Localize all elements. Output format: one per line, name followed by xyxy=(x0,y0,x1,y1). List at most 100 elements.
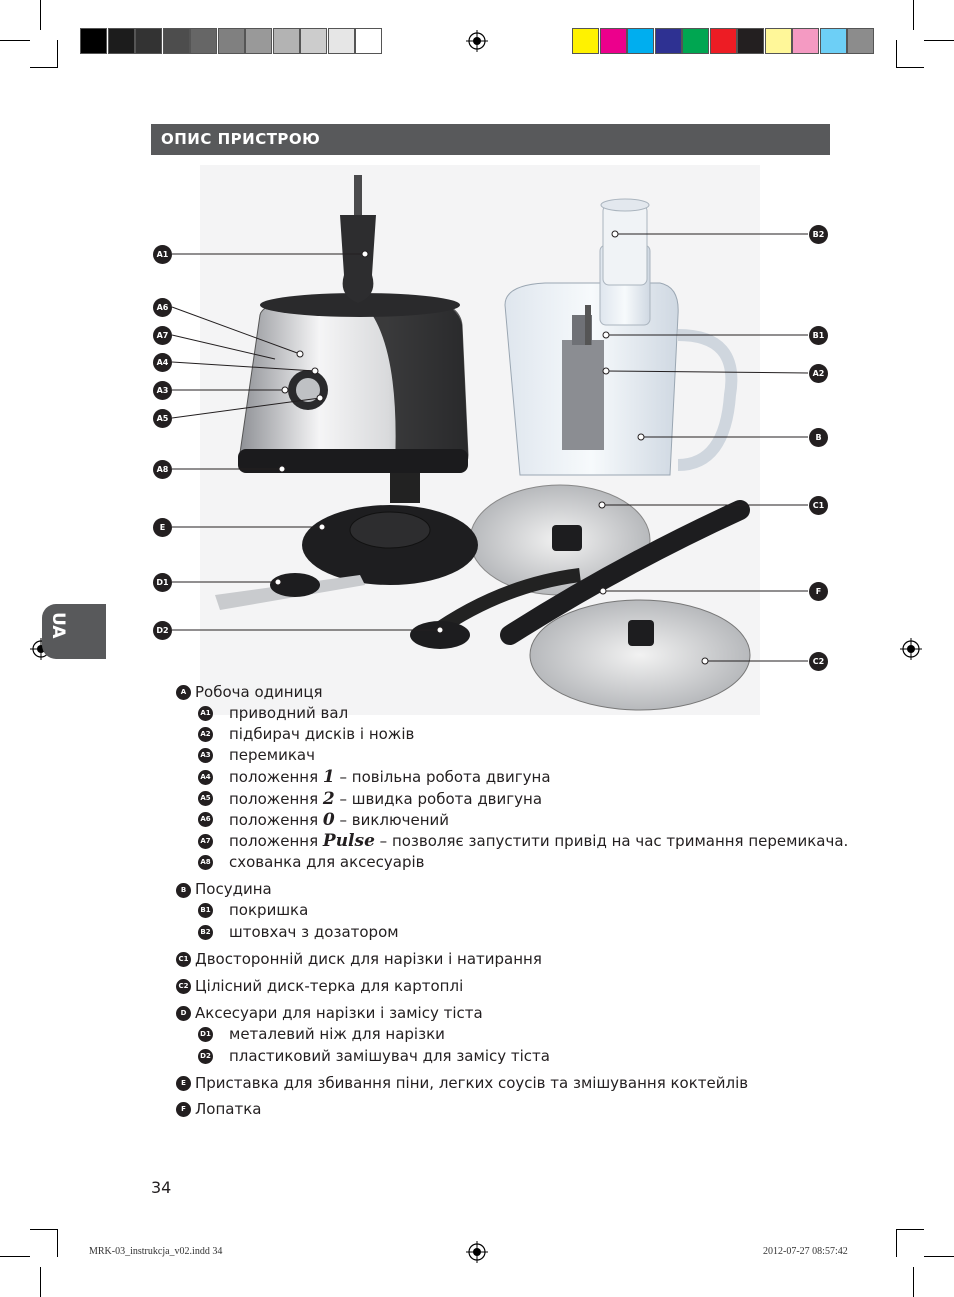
legend-badge: A5 xyxy=(198,791,213,806)
page-number: 34 xyxy=(151,1178,172,1197)
color-swatch xyxy=(107,28,135,54)
legend-badge: A1 xyxy=(198,706,213,721)
callout-a8: A8 xyxy=(153,460,172,479)
crop-mark xyxy=(40,0,41,30)
footer-filename: MRK-03_instrukcja_v02.indd 34 xyxy=(89,1246,223,1257)
callout-b: B xyxy=(809,428,828,447)
color-swatch xyxy=(847,28,874,54)
color-swatch xyxy=(627,28,654,54)
crop-mark xyxy=(913,0,914,30)
section-title: ОПИС ПРИСТРОЮ xyxy=(161,130,321,148)
legend-badge: C1 xyxy=(176,952,191,967)
color-swatch xyxy=(80,28,107,54)
legend-badge: B1 xyxy=(198,903,213,918)
legend-item-a4: положення 1 – повільна робота двигуна xyxy=(229,767,551,787)
callout-d1: D1 xyxy=(153,573,172,592)
color-swatch xyxy=(572,28,599,54)
crop-mark xyxy=(30,67,58,68)
callout-d2: D2 xyxy=(153,621,172,640)
legend-badge: B2 xyxy=(198,925,213,940)
callout-a6: A6 xyxy=(153,298,172,317)
color-swatch xyxy=(709,28,737,54)
crop-mark xyxy=(0,1256,30,1257)
color-swatch xyxy=(272,28,300,54)
legend-heading-a: Робоча одиниця xyxy=(195,683,323,701)
color-swatch xyxy=(245,28,272,54)
crop-mark xyxy=(40,1267,41,1297)
crop-mark xyxy=(57,40,58,68)
legend-badge: A7 xyxy=(198,834,213,849)
legend-item-a7-prefix: положення xyxy=(229,832,323,850)
position-number: Pulse xyxy=(322,831,375,851)
crop-mark xyxy=(896,1229,924,1230)
crop-mark xyxy=(896,40,897,68)
legend-badge: C2 xyxy=(176,979,191,994)
color-swatch xyxy=(162,28,190,54)
crop-mark xyxy=(913,1267,914,1297)
legend-heading-f: Лопатка xyxy=(195,1100,262,1118)
legend-badge: A3 xyxy=(198,748,213,763)
legend-badge: A4 xyxy=(198,770,213,785)
callout-b2: B2 xyxy=(809,225,828,244)
legend-item-d1: металевий ніж для нарізки xyxy=(229,1025,445,1043)
color-swatch xyxy=(764,28,792,54)
color-swatch xyxy=(355,28,382,54)
callout-a7: A7 xyxy=(153,326,172,345)
color-swatch xyxy=(682,28,709,54)
crop-mark xyxy=(896,67,924,68)
legend-item-a3: перемикач xyxy=(229,746,315,764)
crop-mark xyxy=(896,1229,897,1257)
legend-item-a6-prefix: положення xyxy=(229,811,323,829)
section-header: ОПИС ПРИСТРОЮ xyxy=(151,124,830,155)
legend-item-d2: пластиковий замішувач для замісу тіста xyxy=(229,1047,550,1065)
crop-mark xyxy=(924,40,954,41)
legend-badge: B xyxy=(176,883,191,898)
registration-mark-icon xyxy=(900,638,922,660)
legend-heading-c2: Цілісний диск-терка для картоплі xyxy=(195,977,464,995)
color-swatch xyxy=(819,28,847,54)
legend-item-a7: положення Pulse – позволяє запустити при… xyxy=(229,831,848,851)
color-swatch xyxy=(190,28,217,54)
registration-mark-icon xyxy=(466,30,488,52)
legend-badge: A xyxy=(176,685,191,700)
callout-c1: C1 xyxy=(809,496,828,515)
crop-mark xyxy=(30,1229,58,1230)
color-swatch xyxy=(135,28,162,54)
legend-heading-e: Приставка для збивання піни, легких соус… xyxy=(195,1074,749,1092)
callout-c2: C2 xyxy=(809,652,828,671)
legend-badge: D1 xyxy=(198,1027,213,1042)
product-photo xyxy=(200,165,760,715)
callout-f: F xyxy=(809,582,828,601)
callout-a3: A3 xyxy=(153,381,172,400)
position-number: 2 xyxy=(322,789,335,809)
legend-item-a8: сховaнка для аксесуарів xyxy=(229,853,425,871)
legend-badge: D xyxy=(176,1006,191,1021)
crop-mark xyxy=(924,1256,954,1257)
registration-mark-icon xyxy=(466,1241,488,1263)
legend-heading-d: Аксесуари для нарізки і замісу тіста xyxy=(195,1004,483,1022)
food-processor-illustration xyxy=(215,175,751,711)
callout-a1: A1 xyxy=(153,245,172,264)
legend-item-a5-text: – швидка робота двигуна xyxy=(334,790,543,808)
legend-item-b2: штовхач з дозатором xyxy=(229,923,399,941)
legend-badge: E xyxy=(176,1076,191,1091)
legend-item-b1: покришка xyxy=(229,901,309,919)
legend-heading-b: Посудина xyxy=(195,880,272,898)
color-swatch xyxy=(327,28,355,54)
footer-timestamp: 2012-07-27 08:57:42 xyxy=(763,1246,848,1257)
callout-b1: B1 xyxy=(809,326,828,345)
legend-item-a1: приводний вал xyxy=(229,704,349,722)
legend-heading-c1: Двосторонній диск для нарізки і натиранн… xyxy=(195,950,542,968)
legend-item-a4-prefix: положення xyxy=(229,768,323,786)
crop-mark xyxy=(57,1229,58,1257)
callout-a4: A4 xyxy=(153,353,172,372)
crop-mark xyxy=(0,40,30,41)
callout-a5: A5 xyxy=(153,409,172,428)
callout-e: E xyxy=(153,518,172,537)
legend-item-a5: положення 2 – швидка робота двигуна xyxy=(229,789,542,809)
color-swatch xyxy=(599,28,627,54)
position-number: 0 xyxy=(322,810,335,830)
legend-badge: F xyxy=(176,1102,191,1117)
position-number: 1 xyxy=(322,767,335,787)
